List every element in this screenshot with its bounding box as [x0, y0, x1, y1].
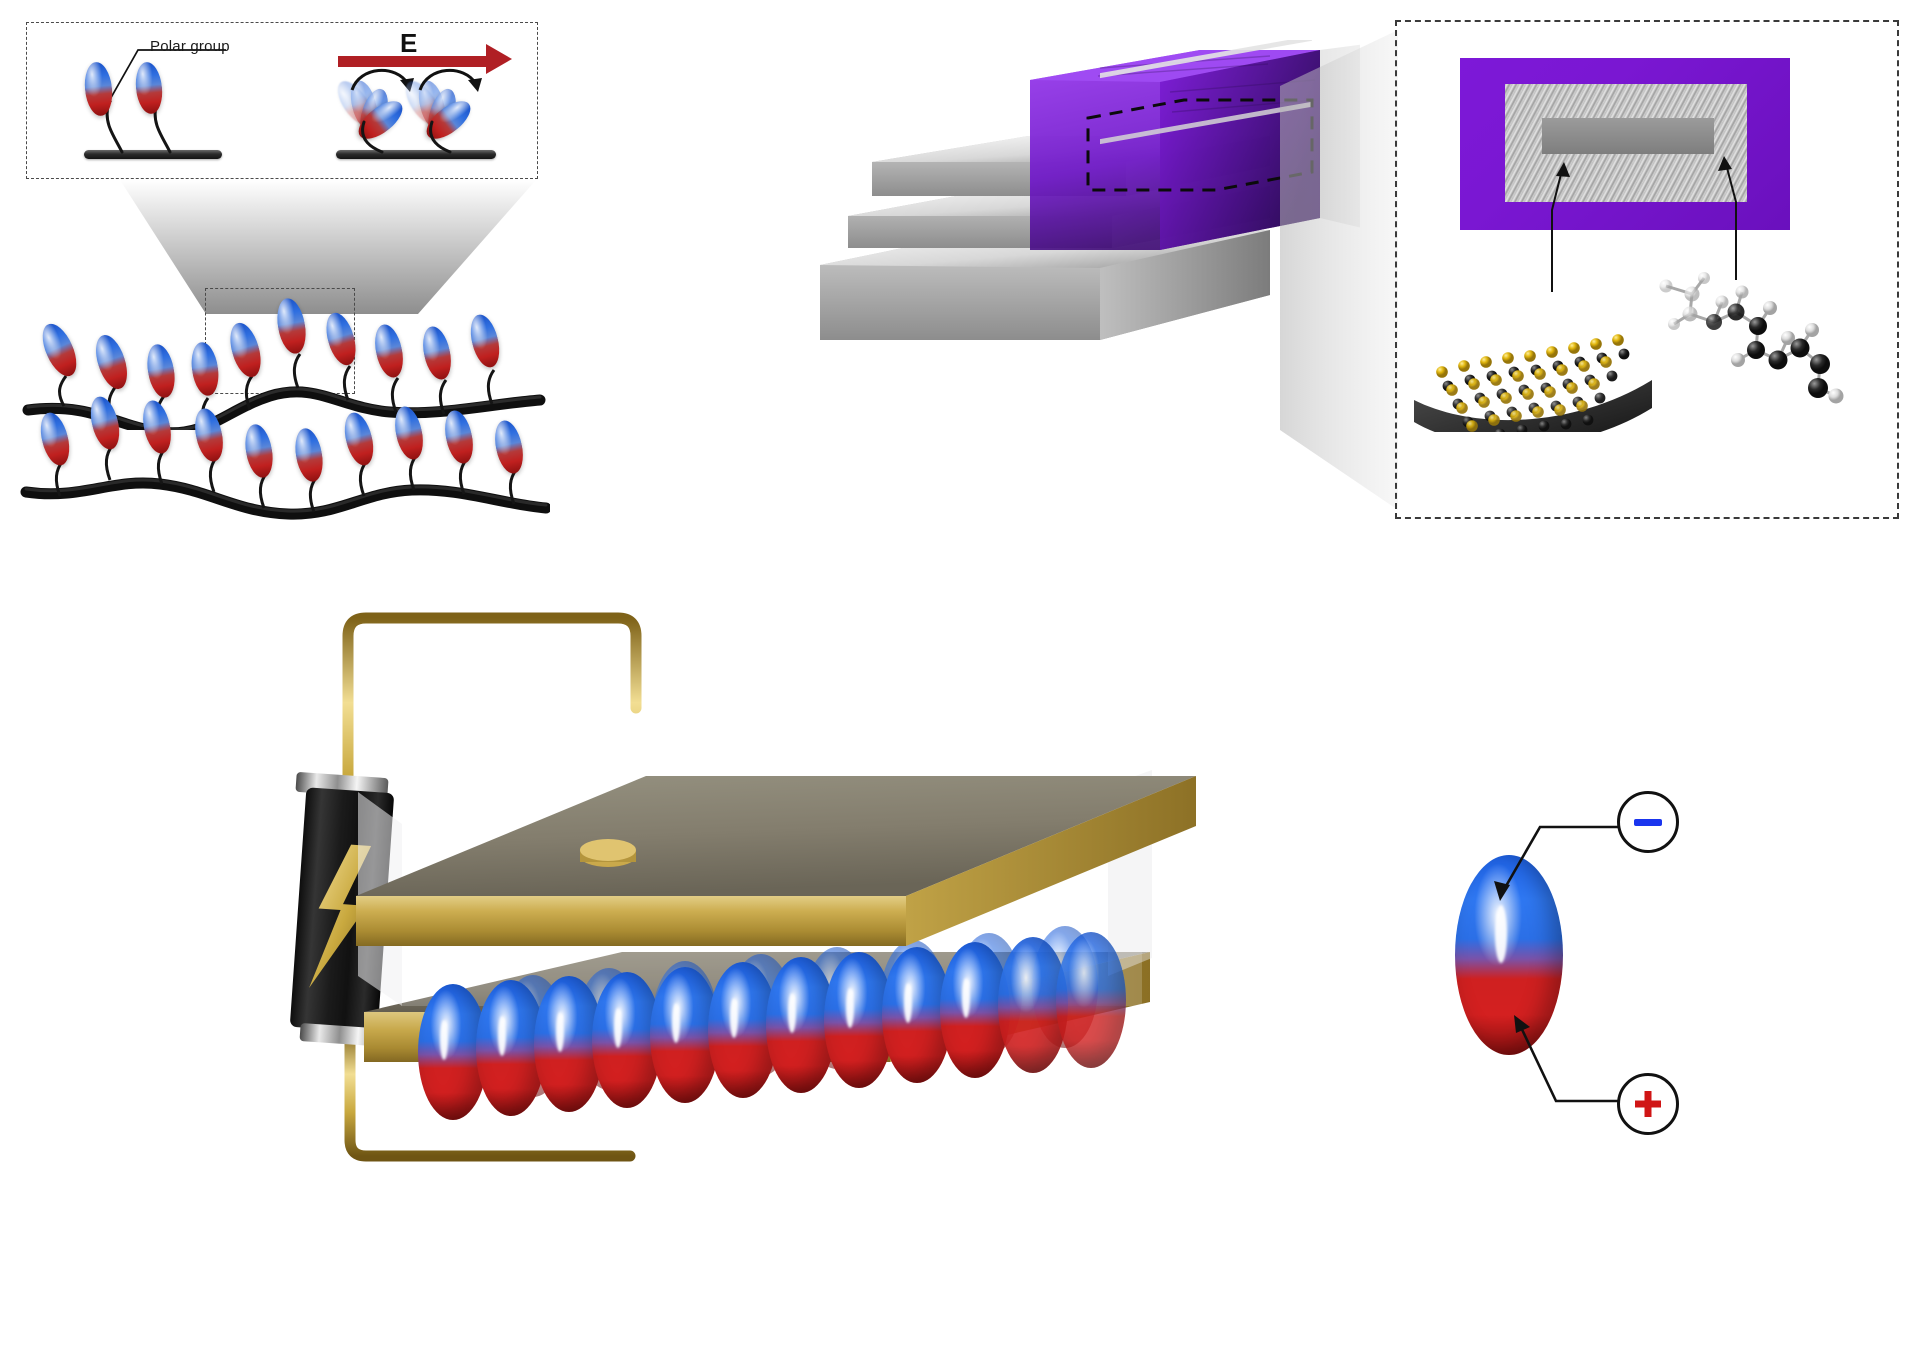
rotation-arc-1 [350, 69, 414, 92]
top-electrode [356, 776, 1196, 946]
stacked-device-3d [820, 40, 1360, 340]
rotation-arc-2 [418, 69, 482, 92]
dipole-highlight-6 [730, 998, 738, 1038]
efield-arrow-head [486, 44, 512, 74]
zoom-cone [120, 180, 536, 314]
polar-group-inset-frame [26, 22, 538, 179]
tether-right-1 [361, 120, 384, 154]
negative-leader [1494, 825, 1630, 901]
legend-dipole [1455, 855, 1563, 1055]
polymer-chain-top [22, 353, 546, 430]
projection-fan [1280, 30, 1398, 510]
dipole-highlight-2 [498, 1016, 506, 1056]
polar-group-label: Polar group [150, 38, 230, 55]
dipole-highlight-1 [440, 1020, 448, 1060]
micrograph-inset-frame [1395, 20, 1899, 519]
dipole-highlight-4 [614, 1008, 622, 1048]
circuit-wire [342, 612, 642, 1162]
dipole-highlight-7 [788, 993, 796, 1033]
dipole-highlight-5 [672, 1003, 680, 1043]
dipole-highlight-3 [556, 1012, 564, 1052]
dipole-highlight-8 [846, 988, 854, 1028]
legend-dipole-highlight [1495, 905, 1507, 963]
negative-sign-badge [1617, 791, 1679, 853]
substrate-left [84, 150, 222, 159]
micrograph-leaders [1551, 156, 1737, 292]
plus-icon [1635, 1091, 1661, 1117]
efield-symbol: E [400, 28, 418, 58]
dipole-highlight-9 [904, 983, 912, 1023]
micrograph-channel [1542, 118, 1714, 154]
polymer-molecule-model [1659, 272, 1844, 404]
dipole-front-12 [1056, 932, 1126, 1068]
positive-sign-badge [1617, 1073, 1679, 1135]
positive-leader [1514, 1015, 1640, 1103]
tether-right-2 [429, 120, 452, 154]
efield-arrow-shaft [338, 56, 488, 67]
tmd-lattice-model [1414, 334, 1652, 432]
battery-bolt-icon [309, 844, 372, 989]
substrate-right [336, 150, 496, 159]
minus-icon [1634, 818, 1662, 826]
dipole-highlight-10 [962, 978, 970, 1018]
